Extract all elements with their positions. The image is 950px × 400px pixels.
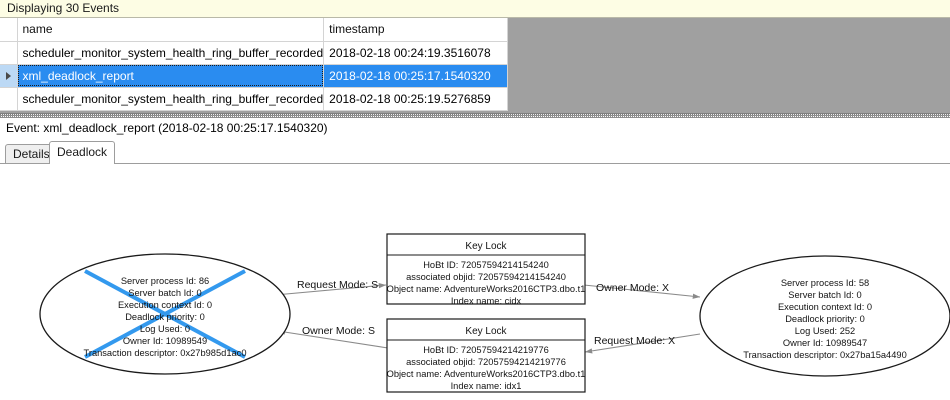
edge-request-x-label: Request Mode: X [594, 335, 675, 347]
key-lock-top-line-1: associated objid: 72057594214154240 [406, 272, 566, 282]
edge-request-x: Request Mode: X [584, 333, 701, 354]
cell-timestamp[interactable]: 2018-02-18 00:24:19.3516078 [323, 41, 509, 65]
key-lock-bottom-line-3: Index name: idx1 [451, 381, 522, 391]
edge-request-s-label: Request Mode: S [297, 279, 378, 291]
grid-header-timestamp[interactable]: timestamp [323, 18, 509, 42]
table-row[interactable]: scheduler_monitor_system_health_ring_buf… [0, 87, 509, 111]
deadlock-graph-panel[interactable]: Request Mode: S Owner Mode: X Owner Mode… [0, 163, 950, 400]
events-grid-container[interactable]: name timestamp scheduler_monitor_system_… [0, 18, 950, 115]
cell-name[interactable]: scheduler_monitor_system_health_ring_buf… [17, 87, 325, 111]
process-survivor-line-4: Log Used: 252 [795, 326, 855, 336]
grid-header-name[interactable]: name [17, 18, 325, 42]
row-selector-cell[interactable] [0, 41, 18, 65]
edge-owner-s: Owner Mode: S [277, 325, 389, 349]
grid-header-row: name timestamp [0, 18, 509, 42]
process-survivor-line-5: Owner Id: 10989547 [783, 338, 867, 348]
victim-x-stroke-2 [84, 269, 246, 359]
process-victim-line-2: Execution context Id: 0 [118, 300, 212, 310]
process-survivor-line-6: Transaction descriptor: 0x27ba15a4490 [743, 350, 907, 360]
key-lock-top-line-2: Object name: AdventureWorks2016CTP3.dbo.… [387, 284, 586, 294]
key-lock-top-line-0: HoBt ID: 72057594214154240 [423, 260, 549, 270]
edge-owner-x-label: Owner Mode: X [596, 282, 669, 294]
process-survivor-line-0: Server process Id: 58 [781, 278, 869, 288]
process-victim-line-5: Owner Id: 10989549 [123, 336, 207, 346]
row-selector-cell[interactable] [0, 87, 18, 111]
key-lock-top-title: Key Lock [465, 241, 507, 252]
events-grid[interactable]: name timestamp scheduler_monitor_system_… [0, 18, 509, 111]
edge-owner-s-label: Owner Mode: S [302, 325, 375, 337]
grid-header-selector [0, 18, 18, 42]
events-status-bar: Displaying 30 Events [0, 0, 950, 18]
process-victim-line-1: Server batch Id: 0 [128, 288, 201, 298]
table-row[interactable]: scheduler_monitor_system_health_ring_buf… [0, 41, 509, 65]
process-victim-line-0: Server process Id: 86 [121, 276, 209, 286]
process-survivor-line-2: Execution context Id: 0 [778, 302, 872, 312]
key-lock-bottom-line-1: associated objid: 72057594214219776 [406, 357, 566, 367]
key-lock-bottom-node[interactable]: Key Lock HoBt ID: 72057594214219776 asso… [386, 318, 586, 393]
process-survivor-node[interactable]: Server process Id: 58 Server batch Id: 0… [699, 255, 950, 377]
cell-timestamp[interactable]: 2018-02-18 00:25:19.5276859 [323, 87, 509, 111]
key-lock-top-node[interactable]: Key Lock HoBt ID: 72057594214154240 asso… [386, 233, 586, 306]
process-victim-line-4: Log Used: 0 [140, 324, 190, 334]
table-row[interactable]: xml_deadlock_report 2018-02-18 00:25:17.… [0, 64, 509, 88]
horizontal-splitter[interactable] [0, 113, 950, 118]
process-survivor-line-1: Server batch Id: 0 [788, 290, 861, 300]
event-detail-title: Event: xml_deadlock_report (2018-02-18 0… [0, 119, 950, 139]
process-victim-node[interactable]: Server process Id: 86 Server batch Id: 0… [39, 253, 291, 375]
detail-tabstrip: Details Deadlock [0, 141, 950, 164]
process-survivor-line-3: Deadlock priority: 0 [785, 314, 865, 324]
cell-name[interactable]: xml_deadlock_report [17, 64, 325, 88]
key-lock-bottom-line-2: Object name: AdventureWorks2016CTP3.dbo.… [387, 369, 586, 379]
edge-request-s: Request Mode: S [274, 279, 387, 296]
current-row-arrow-icon [5, 71, 11, 80]
process-victim-line-6: Transaction descriptor: 0x27b985d1ac0 [84, 348, 247, 358]
tab-deadlock[interactable]: Deadlock [49, 141, 116, 164]
cell-name[interactable]: scheduler_monitor_system_health_ring_buf… [17, 41, 325, 65]
edge-owner-x: Owner Mode: X [583, 282, 701, 299]
process-victim-line-3: Deadlock priority: 0 [125, 312, 205, 322]
key-lock-bottom-title: Key Lock [465, 326, 507, 337]
key-lock-bottom-line-0: HoBt ID: 72057594214219776 [423, 345, 549, 355]
row-selector-cell[interactable] [0, 64, 18, 88]
cell-timestamp[interactable]: 2018-02-18 00:25:17.1540320 [323, 64, 509, 88]
key-lock-top-line-3: Index name: cidx [451, 296, 522, 306]
